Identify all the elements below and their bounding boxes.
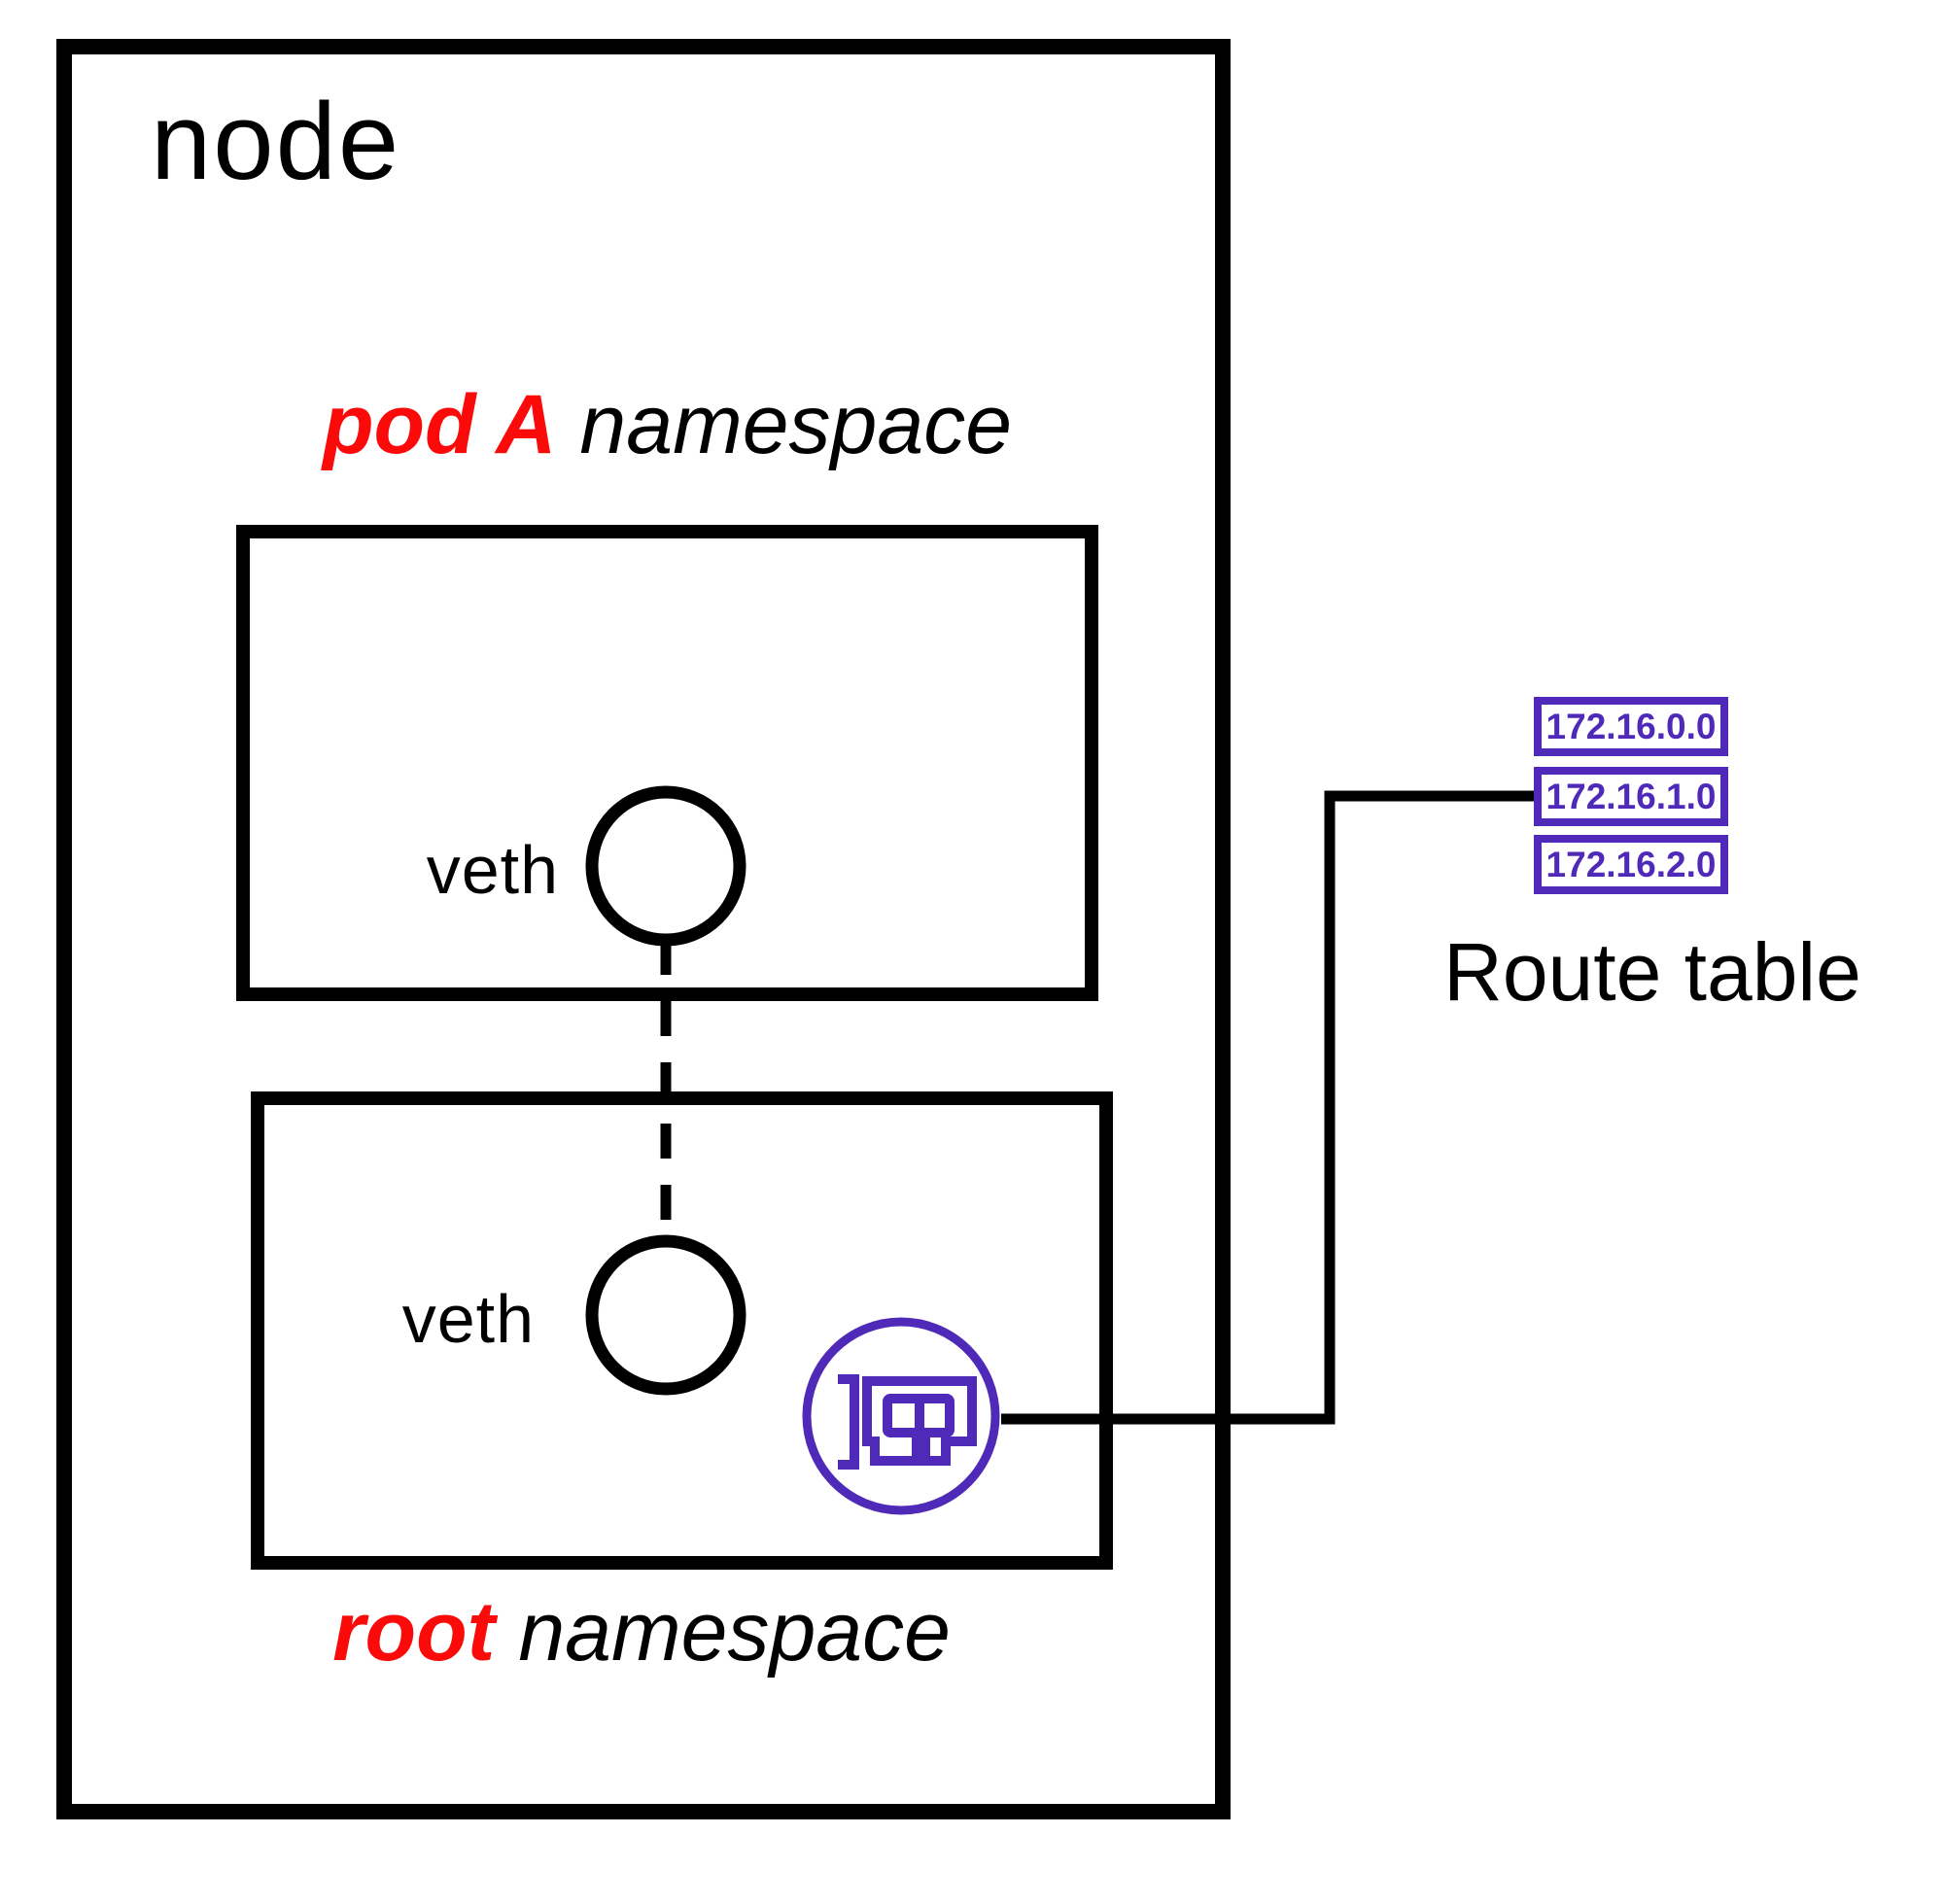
route-table-entry: 172.16.0.0 (1534, 697, 1728, 756)
veth-port-circle-icon (585, 1234, 746, 1396)
route-table-title: Route table (1443, 926, 1861, 1018)
nic-icon-card-body (862, 1376, 977, 1466)
node-box (56, 39, 1231, 1819)
pod-namespace-box (236, 525, 1098, 1001)
nic-to-route-table-connector (1001, 790, 1535, 1425)
root-namespace-label-rest: namespace (518, 1585, 951, 1679)
route-table-entry: 172.16.1.0 (1534, 767, 1728, 826)
pod-namespace-label-rest: namespace (579, 378, 1013, 471)
nic-icon-bracket (838, 1374, 859, 1470)
pod-namespace-label-accent: pod A (322, 378, 557, 471)
root-veth-label: veth (401, 1281, 535, 1357)
pod-veth-label: veth (426, 832, 559, 908)
root-namespace-box (251, 1091, 1113, 1570)
network-interface-card-icon (802, 1317, 1000, 1515)
route-table-entry: 172.16.2.0 (1534, 835, 1728, 894)
veth-port-circle-icon (585, 785, 746, 947)
node-title: node (151, 81, 401, 202)
root-namespace-label-accent: root (332, 1585, 496, 1679)
nic-icon-circle (802, 1317, 1000, 1515)
